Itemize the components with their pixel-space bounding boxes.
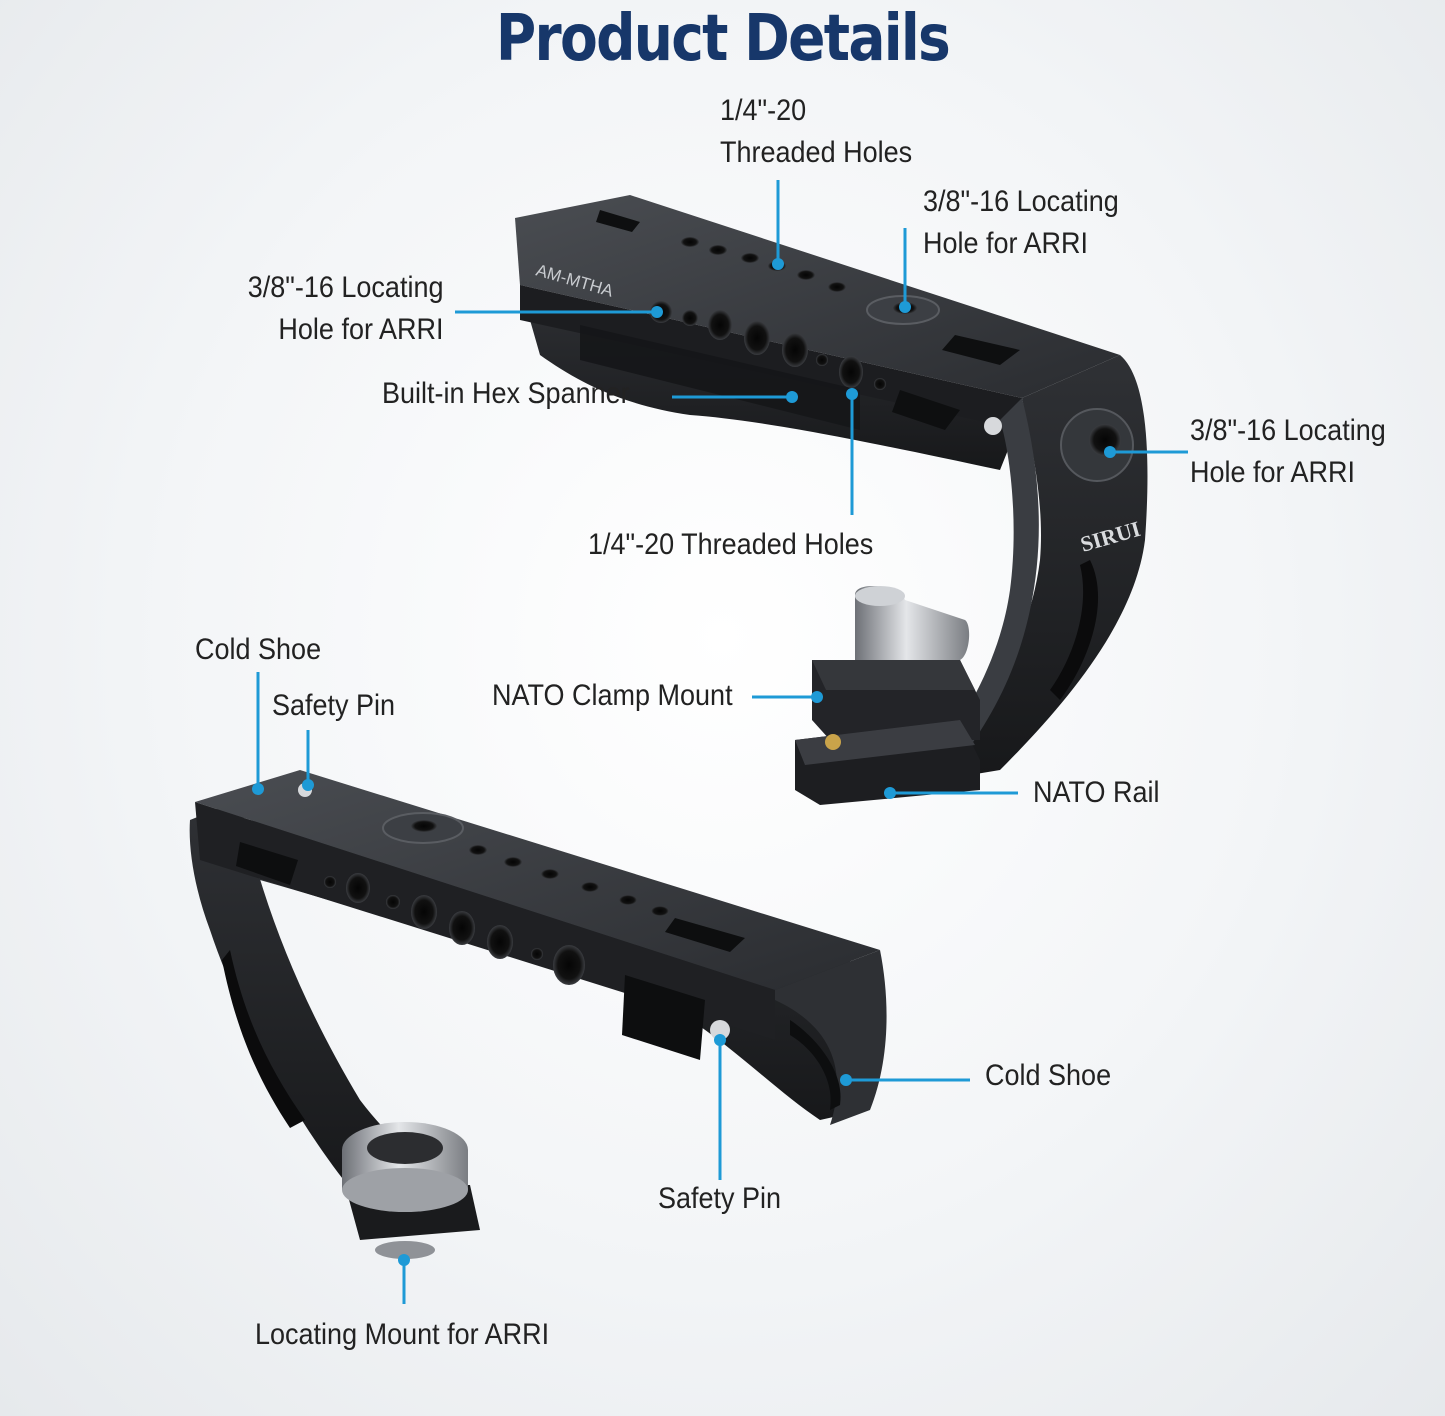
label-side-locating-hole: 3/8"-16 Locating Hole for ARRI bbox=[1190, 414, 1386, 489]
label-cold-shoe-right: Cold Shoe bbox=[985, 1059, 1112, 1092]
label-left-locating-hole: 3/8"-16 Locating Hole for ARRI bbox=[247, 271, 443, 346]
label-safety-pin-top: Safety Pin bbox=[272, 689, 396, 722]
label-nato-rail: NATO Rail bbox=[1033, 776, 1160, 809]
label-hex-spanner: Built-in Hex Spanner bbox=[382, 377, 630, 410]
label-bottom-threaded-holes: 1/4"-20 Threaded Holes bbox=[588, 528, 874, 561]
label-locating-mount: Locating Mount for ARRI bbox=[255, 1318, 550, 1351]
label-top-locating-hole: 3/8"-16 Locating Hole for ARRI bbox=[923, 185, 1119, 260]
lower-handle bbox=[189, 770, 887, 1259]
upper-handle: AM-MTHA SIRUI bbox=[515, 195, 1148, 805]
label-cold-shoe-top: Cold Shoe bbox=[195, 633, 322, 666]
page-title: Product Details bbox=[495, 2, 951, 76]
label-safety-pin-bottom: Safety Pin bbox=[658, 1182, 782, 1215]
label-nato-clamp-mount: NATO Clamp Mount bbox=[492, 679, 733, 712]
label-top-threaded-holes: 1/4"-20 Threaded Holes bbox=[720, 94, 913, 169]
callout-lines bbox=[252, 180, 1188, 1304]
